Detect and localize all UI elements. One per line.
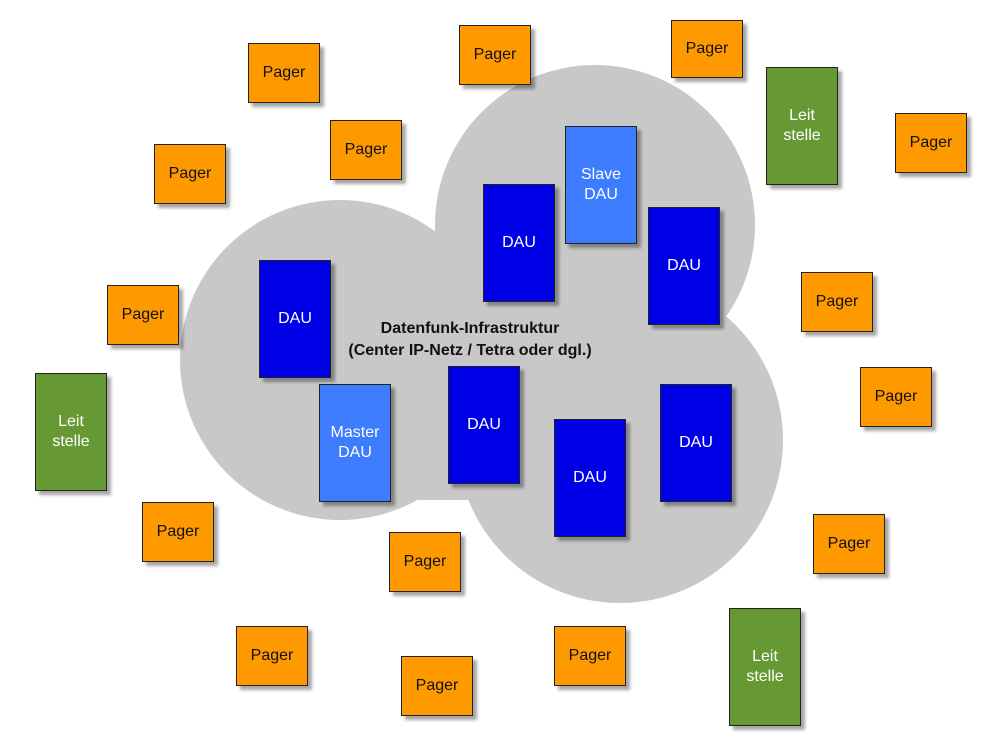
pager-box: Pager [895, 113, 967, 173]
pager-box: Pager [248, 43, 320, 103]
slave-dau-box: Slave DAU [565, 126, 637, 244]
dau-box: DAU [448, 366, 520, 484]
pager-box: Pager [142, 502, 214, 562]
pager-box: Pager [236, 626, 308, 686]
pager-box: Pager [107, 285, 179, 345]
dau-box: DAU [554, 419, 626, 537]
master-dau-box: Master DAU [319, 384, 391, 502]
pager-box: Pager [389, 532, 461, 592]
pager-box: Pager [860, 367, 932, 427]
pager-box: Pager [813, 514, 885, 574]
dau-box: DAU [648, 207, 720, 325]
pager-box: Pager [154, 144, 226, 204]
leitstelle-box: Leit stelle [766, 67, 838, 185]
pager-box: Pager [401, 656, 473, 716]
cloud-title-line-2: (Center IP-Netz / Tetra oder dgl.) [348, 342, 592, 359]
cloud-title-line-1: Datenfunk-Infrastruktur [380, 320, 560, 337]
pager-box: Pager [459, 25, 531, 85]
dau-box: DAU [483, 184, 555, 302]
leitstelle-box: Leit stelle [35, 373, 107, 491]
leitstelle-box: Leit stelle [729, 608, 801, 726]
dau-box: DAU [660, 384, 732, 502]
cloud-title: Datenfunk-Infrastruktur (Center IP-Netz … [320, 318, 620, 362]
pager-box: Pager [330, 120, 402, 180]
dau-box: DAU [259, 260, 331, 378]
pager-box: Pager [671, 20, 743, 78]
pager-box: Pager [554, 626, 626, 686]
pager-box: Pager [801, 272, 873, 332]
